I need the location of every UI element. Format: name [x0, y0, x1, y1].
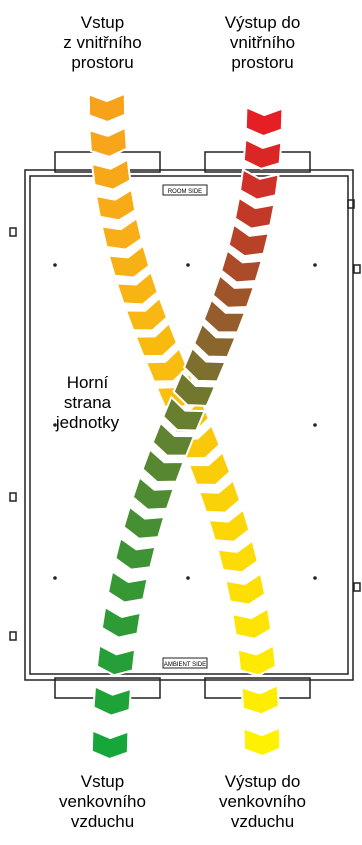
label-outdoor-inlet: Vstup venkovního vzduchu [59, 772, 146, 831]
flow-chevron [220, 248, 264, 284]
flow-chevron [242, 137, 283, 170]
flow-chevron [107, 243, 151, 279]
flow-chevron [141, 447, 186, 483]
flow-chevron [231, 606, 273, 640]
room-side-tag: ROOM SIDE [162, 184, 208, 196]
flow-chevron [162, 395, 206, 432]
flow-chevron [172, 370, 217, 407]
svg-text:AMBIENT SIDE: AMBIENT SIDE [164, 662, 206, 668]
flow-chevron [240, 683, 280, 716]
flow-chevron [227, 222, 271, 258]
flow-chevron [187, 450, 232, 486]
flow-chevron [151, 421, 196, 457]
flow-chevron [122, 505, 166, 540]
flow-chevron [100, 605, 142, 639]
label-outdoor-outlet: Výstup do venkovního vzduchu [219, 772, 306, 831]
unit-outline [9, 151, 361, 699]
flow-chevron [202, 298, 247, 334]
label-indoor-inlet: Vstup z vnitřního prostoru [63, 13, 142, 72]
flow-chevron [114, 536, 157, 571]
flow-chevron [233, 196, 276, 230]
outdoor-to-indoor-flow-arrows [90, 105, 284, 761]
indoor-to-outdoor-flow-arrows [87, 92, 282, 758]
flow-chevron [193, 322, 237, 358]
ambient-side-tag: AMBIENT SIDE [162, 657, 208, 669]
flow-chevron [238, 167, 280, 201]
flow-chevron [207, 508, 251, 543]
flow-chevron [88, 126, 128, 158]
flow-chevron [244, 105, 284, 138]
flow-chevron [242, 726, 282, 758]
flow-chevron [197, 478, 242, 514]
flow-chevron [90, 728, 130, 761]
flow-chevron [90, 157, 132, 191]
flow-chevron [216, 539, 259, 574]
flow-chevron [92, 684, 133, 717]
flow-chevron [87, 92, 127, 124]
flow-chevron [124, 296, 169, 332]
label-unit-top-side: Horní strana jednotky [55, 373, 120, 432]
flow-chevron [236, 643, 277, 677]
flow-chevron [95, 643, 137, 677]
label-indoor-outlet: Výstup do vnitřního prostoru [224, 13, 301, 72]
flow-chevron [131, 475, 176, 511]
flow-chevron [106, 569, 149, 604]
flow-chevron [100, 216, 143, 251]
flow-chevron [224, 571, 267, 606]
flow-chevron [94, 187, 137, 222]
svg-text:ROOM SIDE: ROOM SIDE [168, 189, 202, 195]
flow-chevron [211, 273, 256, 309]
flow-chevron [115, 270, 159, 306]
flow-chevron [182, 346, 227, 383]
flow-chevron [134, 321, 179, 358]
